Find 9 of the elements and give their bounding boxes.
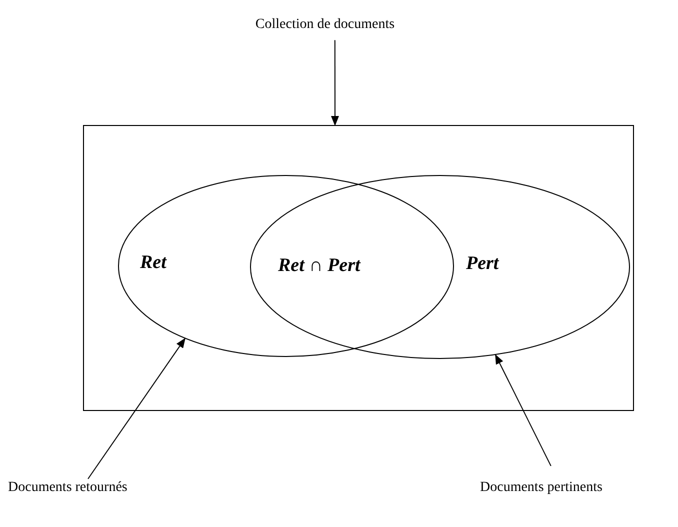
- caption-text: Collection de documents: [255, 17, 395, 33]
- arrow: [495, 354, 552, 466]
- arrow: [331, 40, 339, 126]
- set-label: Ret: [140, 252, 166, 274]
- intersection-label: Ret ∩ Pert: [278, 255, 360, 277]
- arrow: [88, 338, 186, 480]
- set-label: Pert: [466, 253, 499, 275]
- caption-text: Documents retournés: [8, 480, 128, 496]
- caption-text: Documents pertinents: [480, 480, 602, 496]
